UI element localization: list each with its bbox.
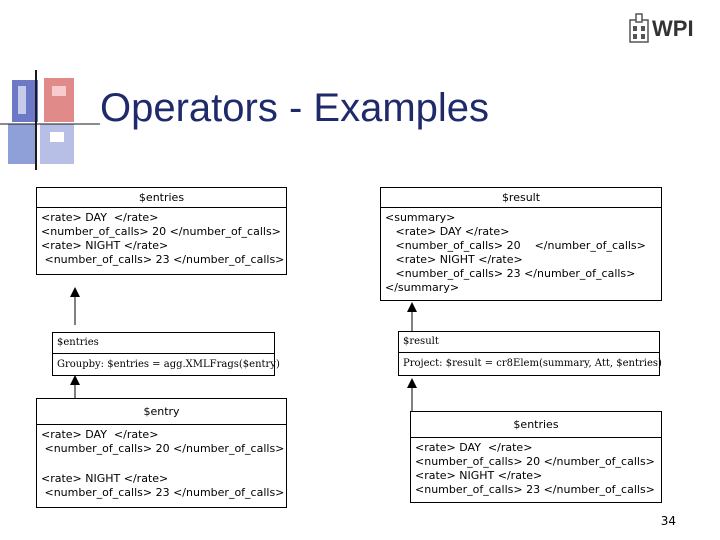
xml-line: <rate> NIGHT </rate> [41, 472, 169, 485]
xml-line: <rate> DAY </rate> [41, 211, 159, 224]
arrowhead-left-upper [70, 287, 80, 297]
xml-line: <number_of_calls> 20 </number_of_calls> [41, 442, 285, 455]
xml-line: <summary> [385, 211, 456, 224]
xml-line: <number_of_calls> 23 </number_of_calls> [415, 483, 655, 496]
xml-line: <number_of_calls> 23 </number_of_calls> [41, 486, 285, 499]
xml-line: <number_of_calls> 20 </number_of_calls> [41, 225, 281, 238]
wpi-building-icon [629, 13, 649, 43]
xml-line: <number_of_calls> 23 </number_of_calls> [385, 267, 636, 280]
arrowhead-right-lower [407, 378, 417, 388]
arrowhead-left-lower [70, 375, 80, 385]
box-body: <rate> DAY </rate> <number_of_calls> 20 … [37, 425, 286, 503]
operator-expression: Project: $result = cr8Elem(summary, Att,… [403, 358, 662, 369]
xml-line: <rate> DAY </rate> [385, 225, 510, 238]
xml-line: <rate> DAY </rate> [41, 428, 159, 441]
right-result-box: $result <summary> <rate> DAY </rate> <nu… [380, 187, 662, 301]
ds-logo [0, 70, 100, 170]
groupby-operator: $entries Groupby: $entries = agg.XMLFrag… [52, 332, 280, 376]
xml-line: <rate> NIGHT </rate> [415, 469, 543, 482]
box-header: $entries [37, 188, 286, 208]
page-number: 34 [660, 514, 676, 528]
box-body: <rate> DAY </rate><number_of_calls> 20 <… [411, 438, 661, 500]
wpi-logo-text: WPI [652, 16, 694, 41]
operator-expression: Groupby: $entries = agg.XMLFrags($entry) [57, 359, 280, 370]
xml-line: <rate> NIGHT </rate> [41, 239, 169, 252]
wpi-logo: WPI [628, 12, 708, 44]
xml-line: <rate> DAY </rate> [415, 441, 533, 454]
box-body: <rate> DAY </rate><number_of_calls> 20 <… [37, 208, 286, 270]
project-operator: $result Project: $result = cr8Elem(summa… [398, 331, 662, 376]
xml-line: <number_of_calls> 23 </number_of_calls> [41, 253, 285, 266]
box-header: $entries [411, 412, 661, 438]
arrowhead-right-upper [407, 302, 417, 312]
xml-line: <number_of_calls> 20 </number_of_calls> [385, 239, 646, 252]
operator-output-label: $entries [53, 333, 274, 354]
right-entries-box: $entries <rate> DAY </rate><number_of_ca… [410, 411, 662, 503]
xml-line: </summary> [385, 281, 460, 294]
left-entries-box: $entries <rate> DAY </rate><number_of_ca… [36, 187, 287, 275]
box-header: $result [381, 188, 661, 208]
box-body: <summary> <rate> DAY </rate> <number_of_… [381, 208, 661, 298]
operator-output-label: $result [399, 332, 659, 353]
left-entry-box: $entry <rate> DAY </rate> <number_of_cal… [36, 398, 287, 508]
box-header: $entry [37, 399, 286, 425]
xml-line: <number_of_calls> 20 </number_of_calls> [415, 455, 655, 468]
xml-line: <rate> NIGHT </rate> [385, 253, 523, 266]
slide-title: Operators - Examples [100, 86, 490, 130]
